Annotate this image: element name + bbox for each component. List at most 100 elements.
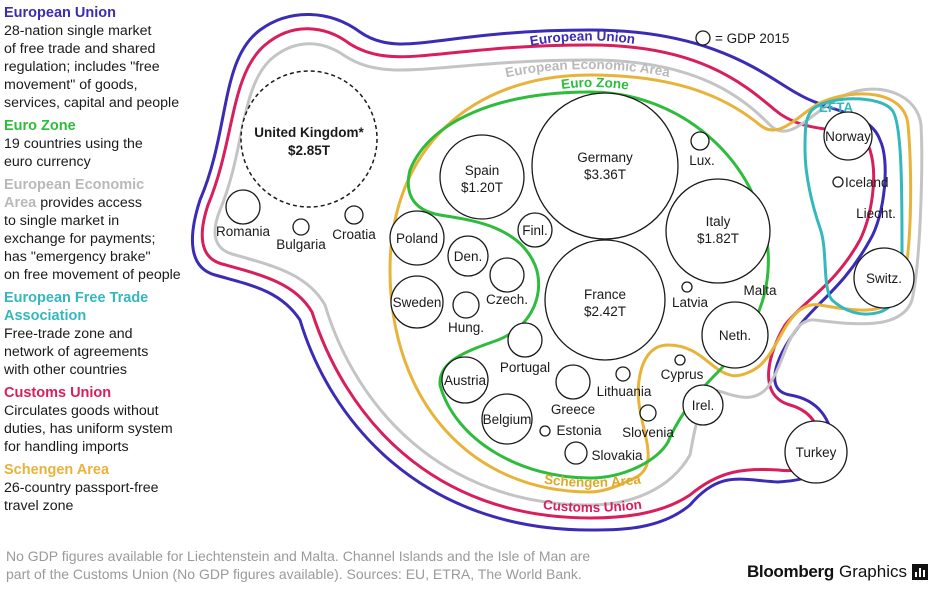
country-sweden xyxy=(390,275,444,329)
country-uk xyxy=(240,70,378,208)
country-czech xyxy=(489,257,525,293)
bulgaria-label: Bulgaria xyxy=(276,237,326,252)
customs-boundary xyxy=(200,27,876,520)
legend-schengen-title: Schengen Area xyxy=(4,462,110,478)
legend-eurozone: Euro Zone 19 countries using the euro cu… xyxy=(4,117,209,171)
legend-eea-line: on free movement of people xyxy=(4,267,181,283)
legend: European Union 28-nation single market o… xyxy=(4,4,209,520)
legend-eea-title-line2: Area provides access xyxy=(4,194,209,212)
greece-label: Greece xyxy=(551,402,595,417)
bar-chart-icon xyxy=(912,564,928,580)
country-netherlands xyxy=(701,301,769,369)
country-hungary xyxy=(452,291,480,319)
eurozone-arc-label: Euro Zone xyxy=(560,75,630,93)
legend-efta: European Free Trade Association Free-tra… xyxy=(4,289,209,379)
country-germany xyxy=(531,92,679,240)
germany-gdp: $3.36T xyxy=(584,167,626,182)
austria-label: Austria xyxy=(444,373,487,388)
ireland-label: Irel. xyxy=(692,398,715,413)
finland-label: Finl. xyxy=(522,223,548,238)
country-latvia xyxy=(681,281,693,293)
portugal-label: Portugal xyxy=(500,360,550,375)
efta-boundary xyxy=(803,97,904,316)
legend-eu-line: services, capital and people xyxy=(4,95,180,111)
country-slovakia xyxy=(564,441,588,465)
switzerland-label: Switz. xyxy=(866,271,902,286)
country-greece xyxy=(555,364,591,400)
country-iceland xyxy=(832,176,844,188)
country-finland xyxy=(517,212,553,248)
slovenia-label: Slovenia xyxy=(622,425,674,440)
country-ireland xyxy=(682,384,724,426)
country-italy xyxy=(665,178,771,284)
legend-eea-title: European Economic xyxy=(4,177,145,193)
customs-arc-label: Customs Union xyxy=(542,497,642,515)
country-norway xyxy=(823,111,873,161)
legend-eea-line: exchange for payments; xyxy=(4,231,156,247)
legend-eu-line: movement" of goods, xyxy=(4,77,138,93)
legend-customs: Customs Union Circulates goods without d… xyxy=(4,384,209,456)
legend-efta-line: network of agreements xyxy=(4,344,149,360)
cyprus-label: Cyprus xyxy=(661,367,704,382)
gdp-key-circle xyxy=(695,30,711,46)
legend-eea-title-cont: Area xyxy=(4,195,37,211)
country-croatia xyxy=(344,205,364,225)
country-spain xyxy=(439,134,525,220)
eu-arc-label: European Union xyxy=(529,28,636,48)
italy-name: Italy xyxy=(706,214,731,229)
legend-eurozone-line: euro currency xyxy=(4,154,91,170)
estonia-label: Estonia xyxy=(556,423,602,438)
efta-arc-label: EFTA xyxy=(819,100,853,115)
legend-eu: European Union 28-nation single market o… xyxy=(4,4,209,112)
footnote-line: No GDP figures available for Liechtenste… xyxy=(6,548,591,564)
spain-name: Spain xyxy=(465,163,500,178)
legend-eurozone-line: 19 countries using the xyxy=(4,136,143,152)
eurozone-boundary xyxy=(406,90,770,480)
legend-eurozone-title: Euro Zone xyxy=(4,118,76,134)
france-gdp: $2.42T xyxy=(584,304,626,319)
hungary-label: Hung. xyxy=(448,320,484,335)
legend-efta-title: European Free Trade xyxy=(4,290,149,306)
belgium-label: Belgium xyxy=(483,412,532,427)
footnote: No GDP figures available for Liechtenste… xyxy=(6,547,706,583)
country-switzerland xyxy=(853,247,915,309)
country-portugal xyxy=(507,322,543,358)
country-france xyxy=(544,239,666,361)
legend-eea: European Economic Area provides access t… xyxy=(4,176,209,284)
legend-eu-line: 28-nation single market xyxy=(4,23,152,39)
luxembourg-label: Lux. xyxy=(689,153,715,168)
poland-label: Poland xyxy=(396,231,438,246)
country-bulgaria xyxy=(292,218,310,236)
romania-label: Romania xyxy=(216,224,271,239)
legend-efta-line: Free-trade zone and xyxy=(4,326,133,342)
legend-customs-title: Customs Union xyxy=(4,385,112,401)
spain-gdp: $1.20T xyxy=(461,180,503,195)
country-lithuania xyxy=(615,366,631,382)
legend-efta-title-cont: Association xyxy=(4,308,87,324)
country-romania xyxy=(225,189,261,225)
turkey-label: Turkey xyxy=(796,445,837,460)
legend-eea-suffix: provides access xyxy=(36,195,142,211)
country-belgium xyxy=(481,393,533,445)
legend-schengen-line: 26-country passport-free xyxy=(4,480,159,496)
malta-label: Malta xyxy=(743,283,777,298)
iceland-label: Iceland xyxy=(845,175,889,190)
sweden-label: Sweden xyxy=(393,295,442,310)
country-austria xyxy=(441,356,489,404)
country-poland xyxy=(389,210,445,266)
italy-gdp: $1.82T xyxy=(697,231,739,246)
germany-name: Germany xyxy=(577,150,633,165)
country-turkey xyxy=(784,420,848,484)
logo-bold: Bloomberg xyxy=(746,562,834,581)
legend-eu-line: regulation; includes "free xyxy=(4,59,160,75)
logo-regular: Graphics xyxy=(838,562,907,581)
liechtenstein-label: Liecht. xyxy=(856,206,896,221)
legend-eea-line: has "emergency brake" xyxy=(4,249,151,265)
country-luxembourg xyxy=(690,131,710,151)
schengen-boundary xyxy=(388,73,913,494)
eu-boundary xyxy=(190,13,887,532)
legend-customs-line: duties, has uniform system xyxy=(4,421,173,437)
country-denmark xyxy=(447,235,489,277)
